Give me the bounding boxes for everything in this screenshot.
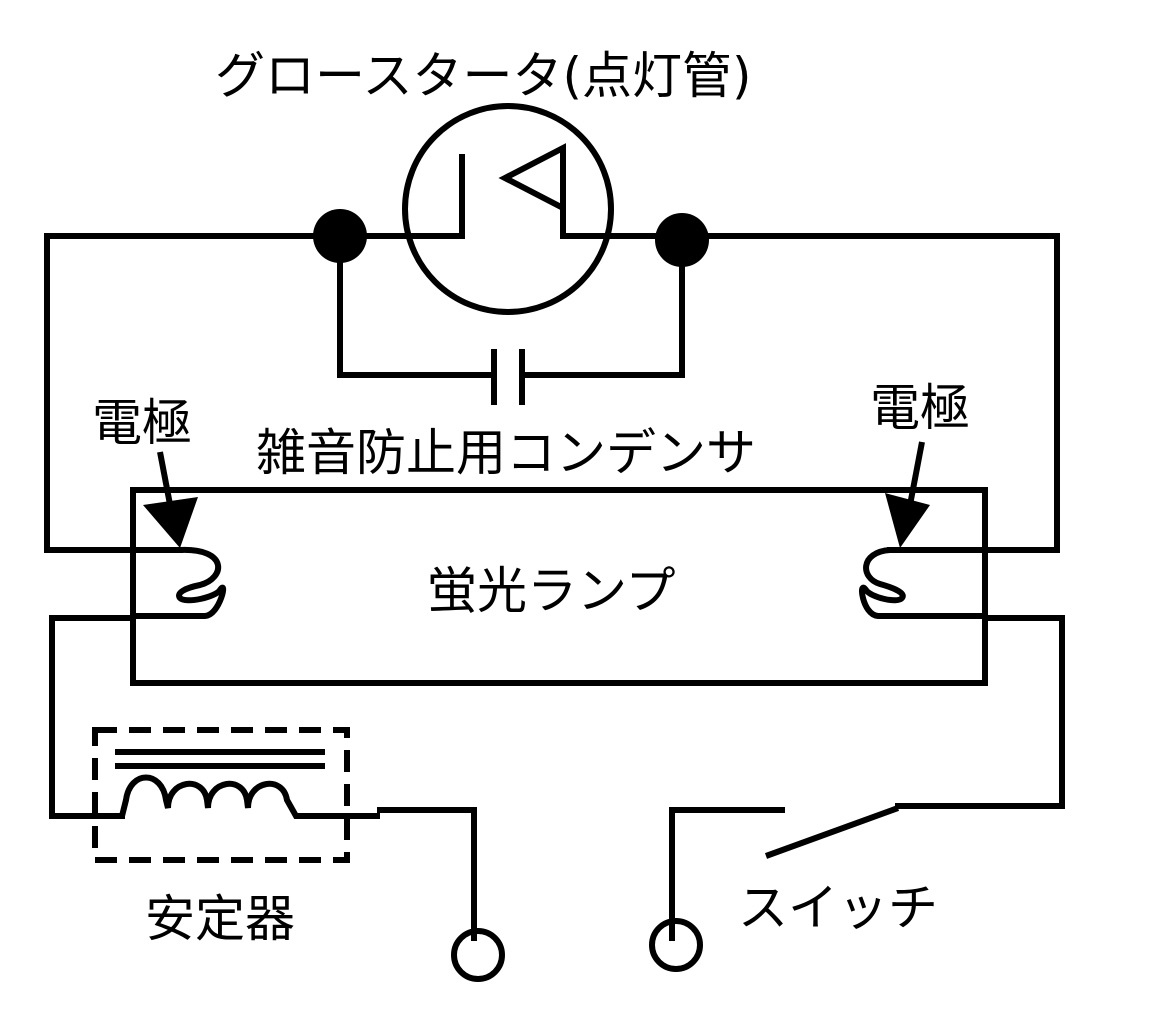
electrode-right-filament: [859, 547, 985, 619]
glow-starter-circle: [402, 103, 614, 315]
capacitor-wire-right: [519, 237, 685, 378]
glow-starter-symbol: [402, 103, 614, 315]
switch-blade: [764, 805, 900, 859]
switch-label: スイッチ: [738, 879, 938, 937]
electrode-right-label: 電極: [870, 379, 970, 437]
terminal-left-wire: [377, 807, 477, 941]
ballast-coil: [119, 774, 380, 819]
left-lower-wire: [49, 615, 136, 819]
electrode-left-arrow: [143, 451, 198, 548]
glow-starter-fixed-contact: [402, 154, 465, 239]
electrode-left-label: 電極: [92, 394, 192, 452]
terminal-right-wire: [669, 807, 785, 941]
ballast-label: 安定器: [145, 890, 295, 948]
glow-starter-bimetal-contact: [498, 143, 566, 213]
fluorescent-lamp-tube: [130, 487, 988, 686]
fluorescent-lamp-label: 蛍光ランプ: [427, 562, 676, 620]
noise-capacitor-label: 雑音防止用コンデンサ: [256, 424, 756, 482]
right-lower-wire: [895, 615, 1065, 809]
terminal-right: [649, 918, 703, 972]
glow-starter-label: グロースタータ(点灯管): [215, 47, 752, 105]
right-upper-wire: [887, 233, 1060, 553]
ballast-enclosure: [92, 727, 350, 863]
electrode-right-arrow: [885, 441, 930, 548]
ballast: [92, 727, 380, 863]
glow-starter-right-lead: [560, 205, 613, 239]
electrode-left-filament: [133, 546, 227, 619]
capacitor-wire-left: [337, 233, 497, 378]
terminal-left: [451, 928, 505, 982]
